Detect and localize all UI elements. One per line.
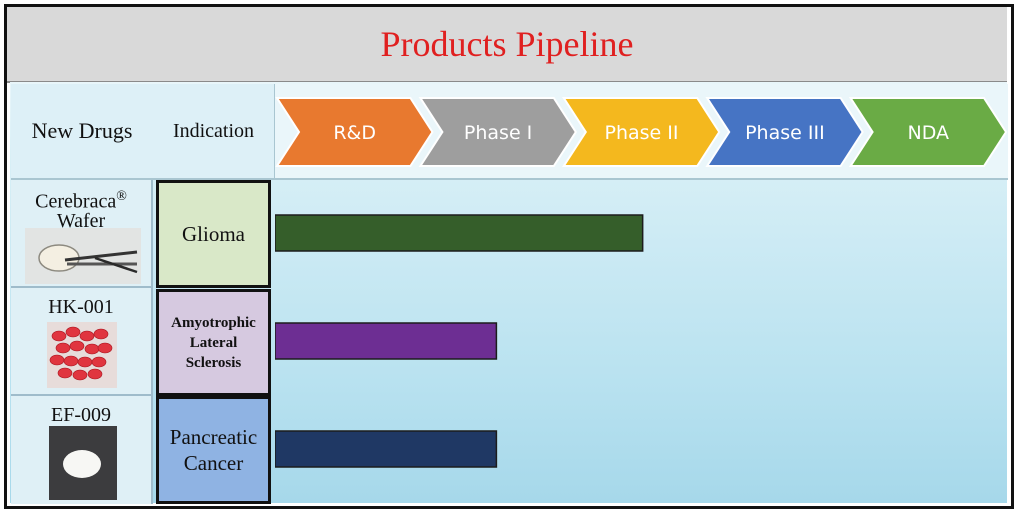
registered-mark: ® — [116, 189, 127, 204]
wafer-product-image — [25, 228, 141, 284]
stage-arrow-phase-iii — [705, 97, 864, 167]
indication-line: Pancreatic — [169, 425, 258, 449]
stage-arrow-phase-ii — [561, 97, 721, 167]
drug-row-ef009: EF-009 — [11, 396, 153, 504]
stage-label: NDA — [908, 122, 950, 144]
indication-glioma: Glioma — [156, 180, 271, 288]
pipeline-chart: R&D Phase I Phase II Phase III NDA — [274, 84, 1008, 468]
red-capsules-image — [47, 322, 117, 388]
stage-arrow-r-d — [275, 97, 434, 167]
indication-line: Amyotrophic — [171, 314, 256, 331]
title-bar: Products Pipeline — [7, 7, 1007, 83]
stage-label: Phase II — [605, 122, 679, 144]
indication-als: Amyotrophic Lateral Sclerosis — [156, 289, 271, 396]
indication-line: Lateral — [189, 334, 238, 351]
stage-label: Phase I — [464, 122, 532, 144]
pipeline-bar-cerebraca-wafer — [274, 214, 644, 252]
drug-name: EF-009 — [51, 404, 111, 426]
page-title: Products Pipeline — [380, 24, 634, 64]
drug-name: HK-001 — [48, 296, 114, 318]
header-indication: Indication — [153, 84, 276, 180]
white-tablet-image — [49, 426, 117, 500]
header-new-drugs: New Drugs — [11, 84, 155, 180]
pipeline-bar-ef-009 — [274, 430, 498, 468]
indication-pancreatic-cancer: Pancreatic Cancer — [156, 396, 271, 504]
pipeline-bar-hk-001 — [274, 322, 498, 360]
stage-arrow-phase-i — [418, 97, 577, 167]
drug-name: Cerebraca® — [35, 189, 127, 213]
stage-arrow-nda — [848, 97, 1008, 167]
indication-line: Cancer — [183, 451, 244, 475]
drug-row-cerebraca: Cerebraca® Wafer — [11, 180, 153, 288]
indication-line: Sclerosis — [185, 354, 242, 371]
stage-label: R&D — [333, 122, 376, 144]
stage-label: Phase III — [745, 122, 825, 144]
drug-name-line2: Wafer — [56, 210, 106, 232]
indication-line: Glioma — [182, 221, 245, 246]
pipeline-chart-area: R&D Phase I Phase II Phase III NDA — [274, 84, 1008, 504]
drug-row-hk001: HK-001 — [11, 288, 153, 396]
